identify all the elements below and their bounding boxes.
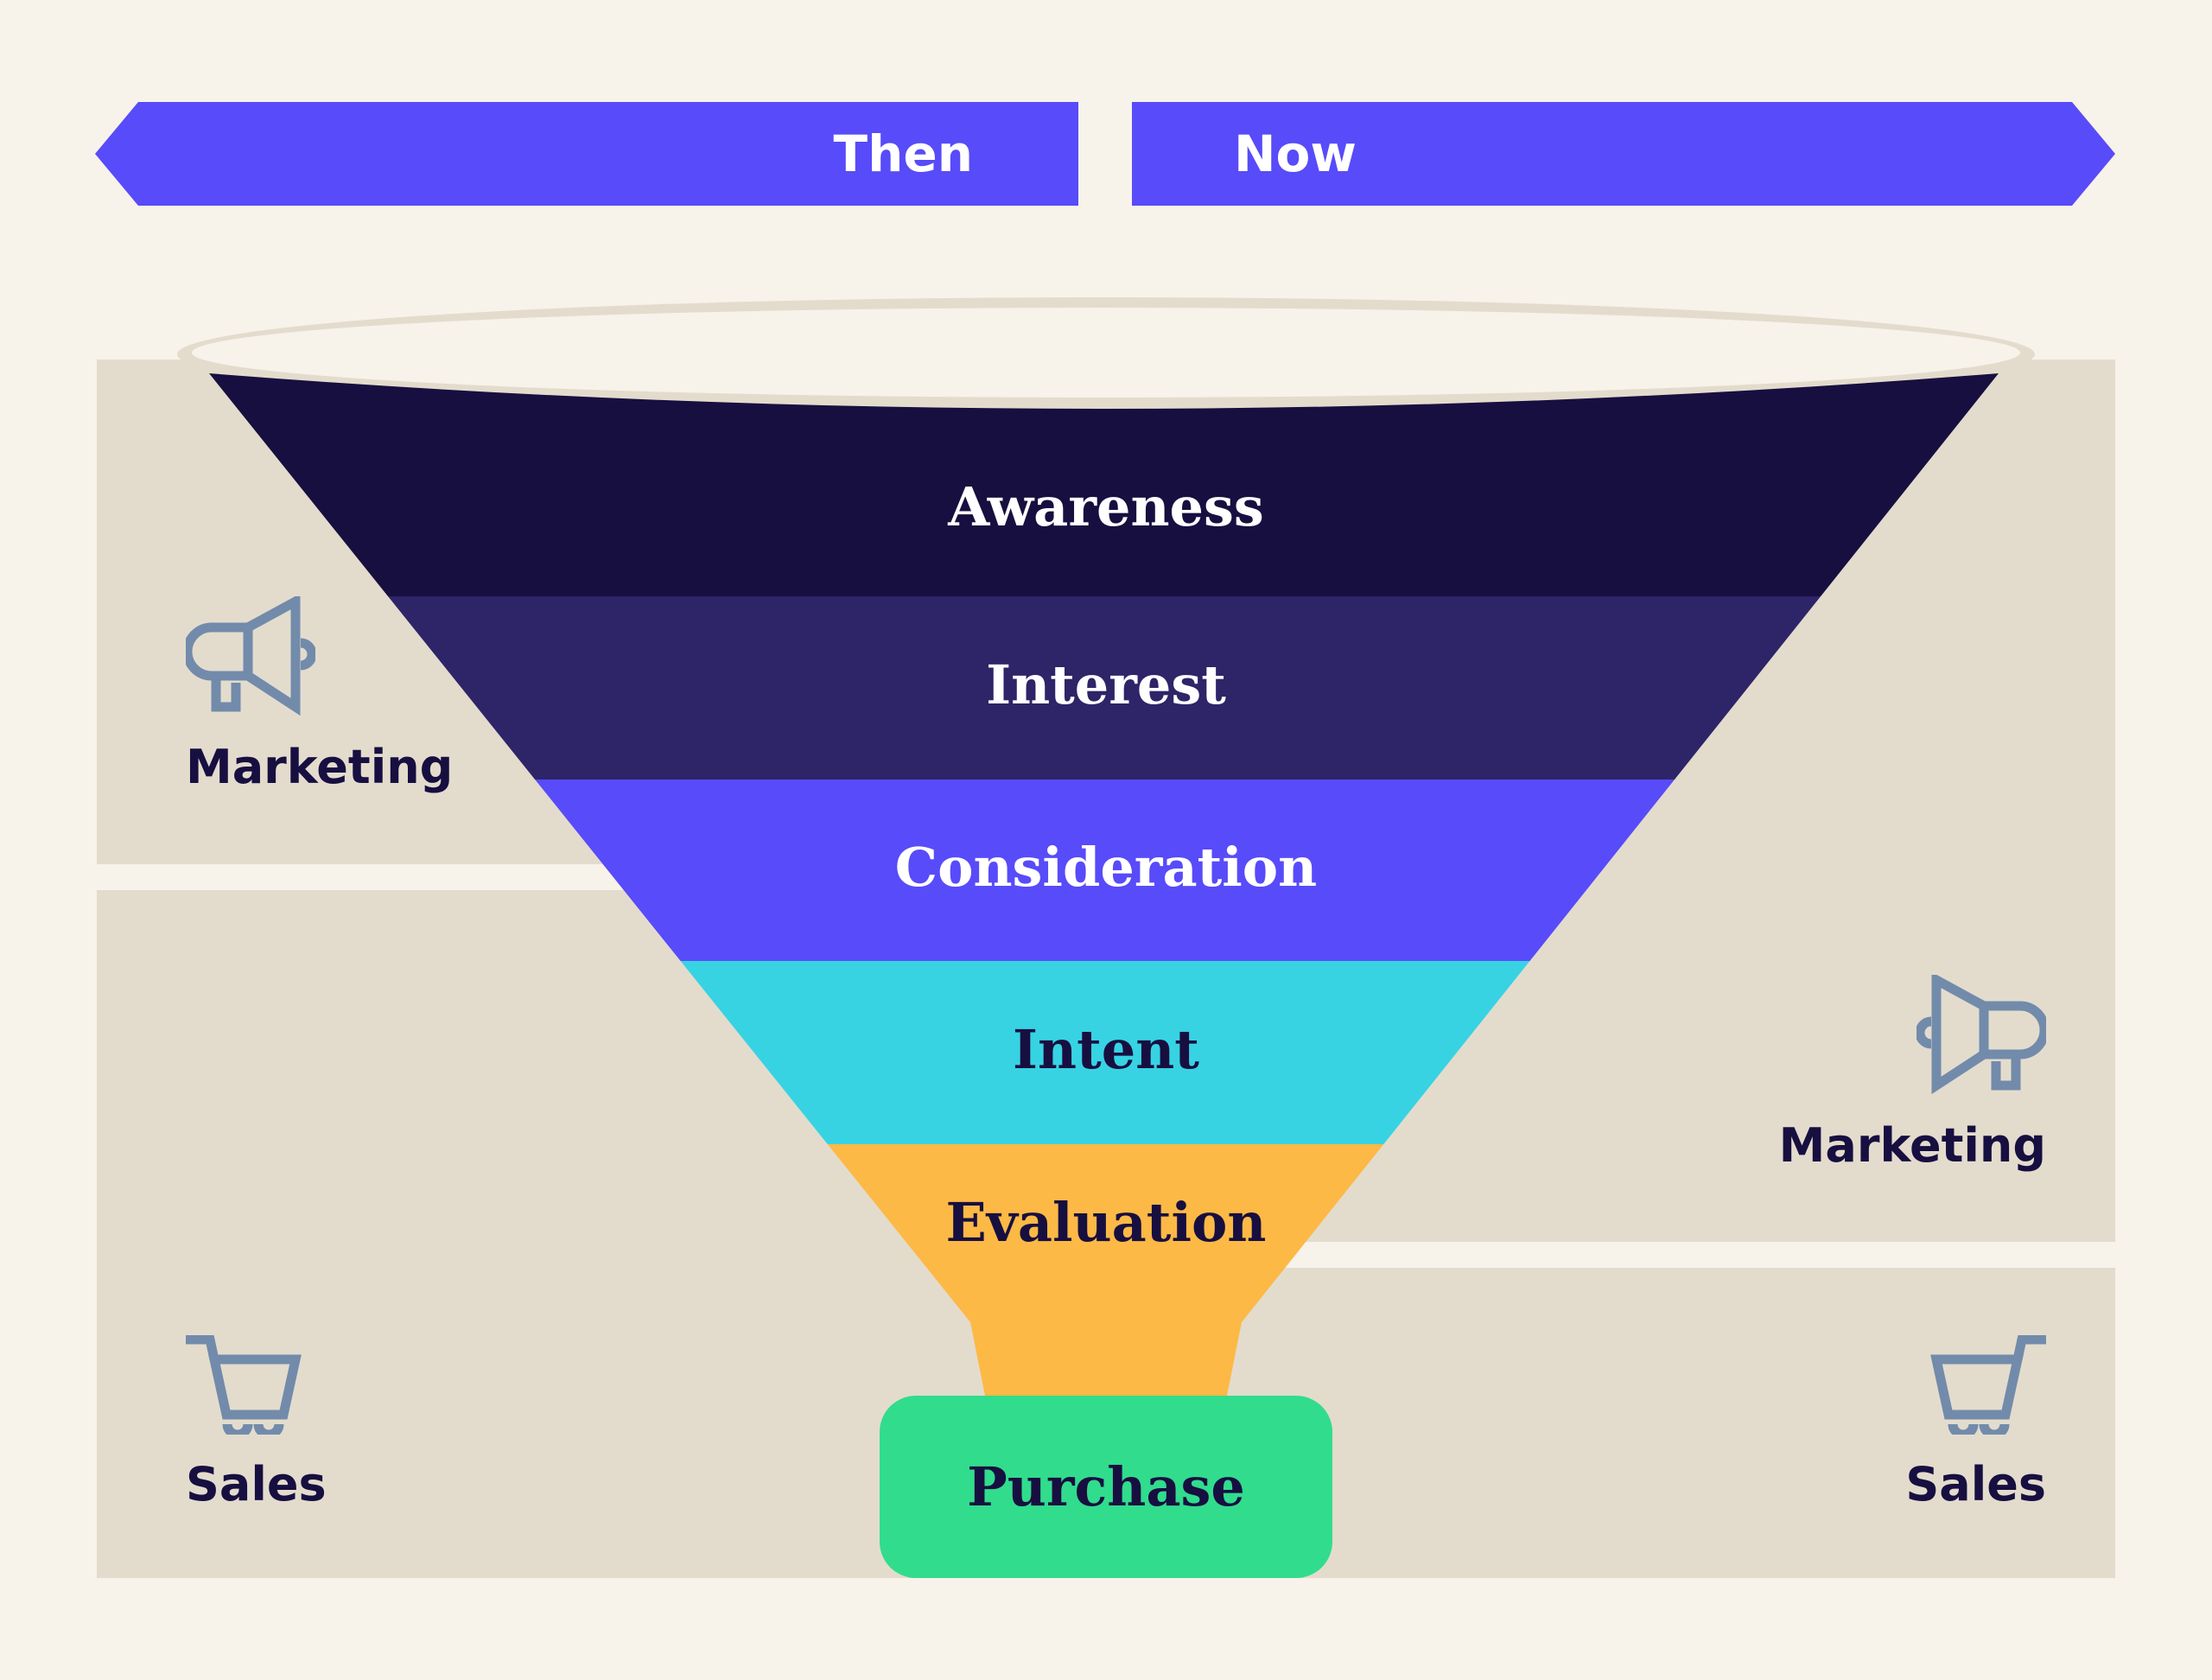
megaphone-icon [1916, 975, 2046, 1095]
then-marketing-label: Marketing [186, 740, 454, 794]
now-banner: Now [1132, 102, 2115, 206]
now-label: Now [1234, 124, 1357, 183]
left-panel-gap [97, 864, 598, 890]
stage-label-interest: Interest [986, 653, 1226, 716]
funnel-band-intent [680, 961, 1530, 1144]
stage-label-consideration: Consideration [894, 836, 1318, 899]
now-sales-role: Sales [1905, 1335, 2046, 1511]
then-marketing-role: Marketing [186, 596, 453, 794]
stage-label-intent: Intent [1013, 1018, 1199, 1081]
funnel-neck [970, 1322, 1242, 1396]
purchase-label: Purchase [967, 1455, 1245, 1518]
funnel-band-evaluation [827, 1144, 1384, 1322]
funnel-band-consideration [535, 780, 1675, 961]
then-sales-label: Sales [186, 1457, 327, 1511]
shopping-cart-icon [1930, 1335, 2046, 1435]
right-panel-gap [1294, 1242, 2115, 1268]
stage-label-awareness: Awareness [948, 475, 1264, 538]
then-sales-role: Sales [186, 1335, 327, 1511]
purchase-box: Purchase [880, 1396, 1332, 1578]
now-marketing-label: Marketing [1778, 1118, 2046, 1173]
now-marketing-role: Marketing [1779, 975, 2046, 1173]
then-banner: Then [95, 102, 1078, 206]
shopping-cart-icon [186, 1335, 302, 1435]
stage-label-evaluation: Evaluation [945, 1191, 1267, 1254]
megaphone-icon [186, 596, 315, 716]
now-sales-label: Sales [1905, 1457, 2046, 1511]
funnel-band-awareness [209, 373, 1999, 596]
then-label: Then [833, 124, 973, 183]
funnel-band-interest [388, 596, 1821, 780]
funnel-rim-inner [192, 308, 2020, 398]
